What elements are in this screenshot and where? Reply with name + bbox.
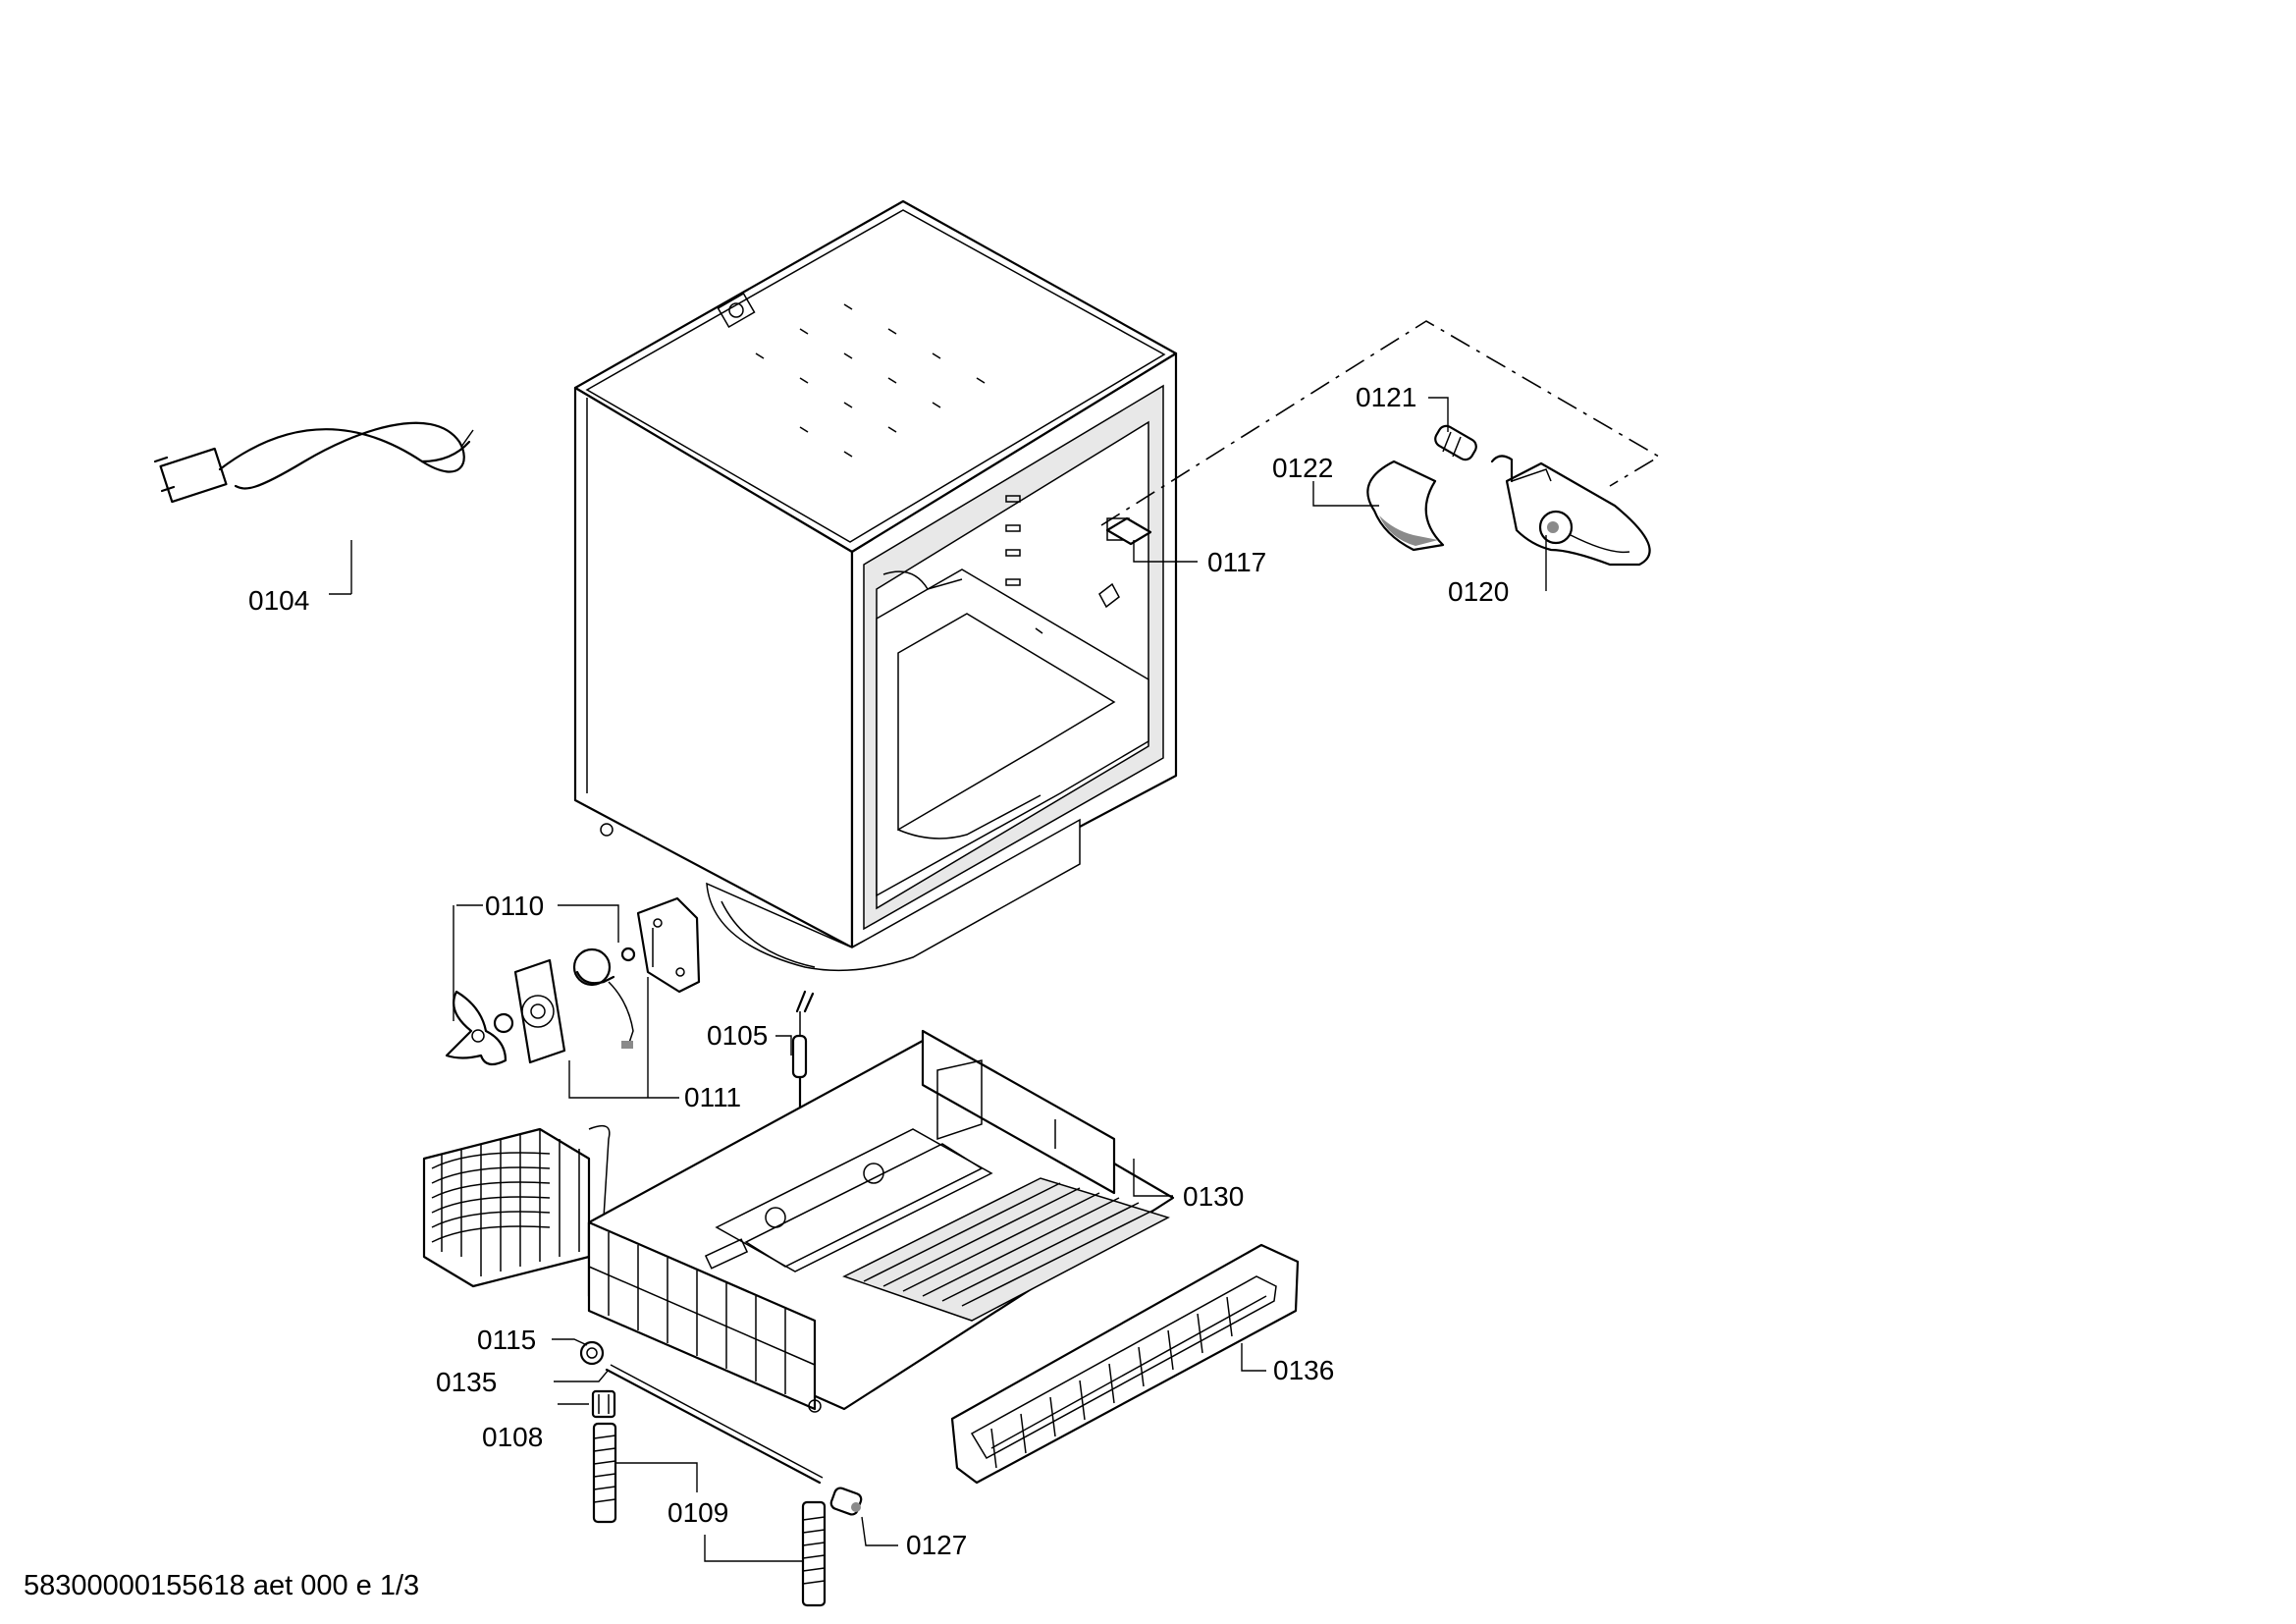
label-0135: 0135: [436, 1367, 497, 1397]
foot-nut-part: [591, 1389, 616, 1419]
label-0130: 0130: [1183, 1181, 1244, 1212]
fan-blade-part: [445, 990, 507, 1066]
label-0111: 0111: [684, 1082, 741, 1112]
leader-lines: [329, 397, 1547, 1562]
document-footer: 58300000155618 aet 000 e 1/3: [24, 1570, 419, 1601]
fan-small-part: [620, 947, 636, 962]
bracket-clip-part: [1105, 516, 1152, 546]
thermostat-housing-part: [1490, 455, 1651, 567]
label-0110: 0110: [485, 891, 544, 921]
label-0121: 0121: [1356, 382, 1416, 412]
label-0109: 0109: [667, 1497, 728, 1528]
ventilation-grille-part: [950, 1243, 1300, 1485]
condenser-coil-part: [422, 1124, 611, 1288]
cabinet-body: [573, 199, 1178, 972]
label-0117: 0117: [1207, 547, 1266, 577]
rod-part: [605, 1364, 824, 1485]
label-0120: 0120: [1448, 576, 1509, 607]
fan-motor-coil-part: [572, 947, 634, 1049]
threaded-foot-left-part: [592, 1422, 617, 1524]
lamp-bulb-part: [1434, 424, 1477, 461]
base-tray-part: [587, 1029, 1175, 1413]
adjustable-foot-part: [579, 1340, 605, 1366]
label-0105: 0105: [707, 1020, 768, 1051]
power-cord-part: [153, 421, 474, 504]
label-0136: 0136: [1273, 1355, 1334, 1385]
label-0127: 0127: [906, 1530, 967, 1560]
lamp-cover-part: [1366, 460, 1445, 552]
label-0122: 0122: [1272, 453, 1333, 483]
label-0104: 0104: [248, 585, 309, 616]
part-labels: 0104 0117 0121 0122 0120 0110 0111 0105 …: [248, 382, 1509, 1560]
fan-bracket-part: [636, 896, 701, 994]
label-0115: 0115: [477, 1325, 536, 1355]
threaded-foot-right-part: [801, 1500, 827, 1607]
fan-hub-part: [493, 1012, 514, 1034]
label-0108: 0108: [482, 1422, 543, 1452]
rear-roller-part: [829, 1487, 863, 1516]
sensor-part: [791, 990, 815, 1121]
fan-motor-part: [513, 958, 566, 1064]
